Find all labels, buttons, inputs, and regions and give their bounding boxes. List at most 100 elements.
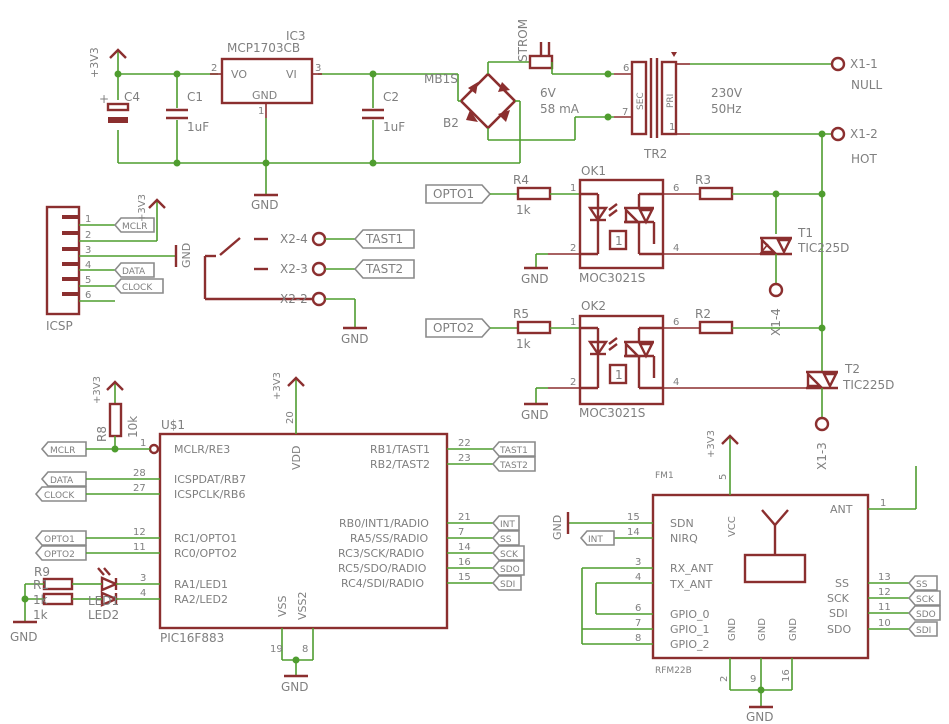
svg-text:+3V3: +3V3 [706, 430, 717, 458]
push-button-switch: X2-4 X2-3 X2-2 GND TAST1 TAST2 [203, 229, 415, 346]
svg-text:+3V3: +3V3 [92, 376, 103, 404]
pri-voltage: 230V [711, 86, 743, 100]
svg-text:GPIO_1: GPIO_1 [670, 623, 710, 636]
svg-text:15: 15 [458, 572, 471, 583]
svg-text:1: 1 [615, 368, 623, 382]
svg-text:13: 13 [878, 572, 891, 583]
mains-terminals: X1-1 NULL X1-2 HOT [818, 56, 882, 372]
svg-text:GPIO_0: GPIO_0 [670, 608, 710, 621]
svg-text:GPIO_2: GPIO_2 [670, 638, 710, 651]
svg-text:7: 7 [622, 107, 628, 118]
r3-label: R3 [695, 173, 711, 187]
svg-text:SDO: SDO [500, 565, 520, 575]
svg-text:10: 10 [878, 618, 891, 629]
c1-value: 1uF [187, 120, 209, 134]
vcc-symbol-supply: +3V3 [88, 47, 127, 78]
svg-text:2: 2 [570, 243, 576, 254]
t2-name: T2 [844, 362, 860, 376]
bridge-name: MB1S [424, 72, 458, 86]
svg-text:7: 7 [635, 618, 641, 629]
ok1-part: MOC3021S [579, 271, 645, 285]
r4-label: R4 [513, 173, 529, 187]
led2-label: LED2 [88, 608, 119, 622]
svg-text:TAST2: TAST2 [499, 461, 528, 471]
svg-text:GND: GND [757, 618, 768, 641]
svg-text:4: 4 [673, 243, 679, 254]
svg-text:GND: GND [746, 710, 774, 724]
svg-text:1: 1 [570, 183, 576, 194]
svg-text:+3V3: +3V3 [137, 194, 148, 222]
ic3-gnd: GND [252, 89, 277, 102]
tast2-label: TAST2 [365, 262, 403, 276]
gnd-label: GND [251, 198, 279, 212]
r4-value: 1k [516, 203, 531, 217]
radio-rfm22b: FM1 RFM22B +3V3 5 VCC ANT 1 SDN 15 GND N… [551, 430, 941, 724]
svg-text:GND: GND [551, 515, 564, 540]
svg-text:8: 8 [635, 633, 641, 644]
svg-text:RC0/OPTO2: RC0/OPTO2 [174, 547, 237, 560]
power-supply-section: +3V3 + C4 C1 1uF [88, 19, 831, 212]
svg-text:VSS: VSS [276, 595, 289, 617]
icsp-name: ICSP [46, 319, 73, 333]
svg-text:SS: SS [916, 580, 928, 590]
mcu-right-pins: 22 RB1/TAST1 TAST1 23 RB2/TAST2 TAST2 21… [338, 438, 536, 591]
svg-text:2: 2 [570, 377, 576, 388]
transformer-tr2: 6 7 1 SEC PRI TR2 6V 58 mA 230V 50Hz [540, 52, 743, 161]
t1-value: TIC225D [797, 241, 849, 255]
svg-text:3: 3 [85, 245, 91, 256]
ok2-name: OK2 [581, 299, 606, 313]
mcu-pic16f883: U$1 PIC16F883 +3V3 R8 10k 1 MCLR MCLR/RE… [34, 372, 536, 694]
svg-text:1: 1 [258, 106, 264, 117]
null-label: NULL [851, 78, 882, 92]
svg-text:SS: SS [835, 577, 849, 590]
svg-text:7: 7 [458, 527, 464, 538]
ok2-part: MOC3021S [579, 406, 645, 420]
svg-text:RX_ANT: RX_ANT [670, 562, 713, 575]
tast1-label: TAST1 [365, 232, 403, 246]
svg-text:TAST1: TAST1 [499, 446, 528, 456]
c2-value: 1uF [383, 120, 405, 134]
svg-text:GND: GND [788, 618, 799, 641]
svg-text:TX_ANT: TX_ANT [669, 578, 713, 591]
transformer-name: TR2 [643, 147, 667, 161]
radio-part: RFM22B [655, 666, 692, 676]
t1-name: T1 [797, 226, 813, 240]
pri-label: PRI [666, 94, 676, 108]
x24-label: X2-4 [280, 232, 308, 246]
opto-driver-1: OPTO1 R4 1k OK1 MOC3021S 1 2 6 4 1 [425, 164, 822, 286]
svg-text:4: 4 [85, 260, 91, 271]
capacitor-c4: + C4 [99, 90, 140, 123]
svg-text:OPTO1: OPTO1 [44, 535, 75, 545]
svg-text:SS: SS [500, 535, 512, 545]
capacitor-c2: C2 1uF [362, 74, 405, 163]
svg-text:GND: GND [727, 618, 738, 641]
svg-text:RC4/SDI/RADIO: RC4/SDI/RADIO [341, 577, 424, 590]
svg-text:DATA: DATA [50, 476, 74, 486]
svg-text:5: 5 [85, 275, 91, 286]
r9-value: 1k [33, 608, 48, 622]
svg-text:6: 6 [673, 183, 679, 194]
led-indicators: GND R9 R1 1k 1k LED1 LED2 [10, 565, 119, 644]
c1-label: C1 [187, 90, 203, 104]
svg-text:CLOCK: CLOCK [44, 491, 75, 501]
svg-text:4: 4 [635, 572, 641, 583]
svg-text:MCLR/RE3: MCLR/RE3 [174, 443, 230, 456]
icsp-clock-label: CLOCK [122, 283, 153, 293]
r8-value: 10k [126, 416, 140, 438]
r2-label: R2 [695, 307, 711, 321]
svg-text:11: 11 [878, 602, 891, 613]
bridge-ref: B2 [443, 116, 459, 130]
x14-label: X1-4 [769, 308, 783, 336]
svg-text:+3V3: +3V3 [272, 372, 283, 400]
svg-text:12: 12 [878, 587, 891, 598]
svg-text:SDI: SDI [829, 607, 848, 620]
svg-text:21: 21 [458, 512, 471, 523]
sec-current: 58 mA [540, 102, 580, 116]
svg-text:ICSPDAT/RB7: ICSPDAT/RB7 [174, 473, 246, 486]
svg-text:3: 3 [635, 557, 641, 568]
svg-text:6: 6 [623, 63, 629, 74]
triac-t2: T2 TIC225D X1-3 [806, 362, 894, 470]
svg-text:1: 1 [570, 317, 576, 328]
svg-text:GND: GND [521, 408, 549, 422]
sec-label: SEC [636, 92, 646, 110]
